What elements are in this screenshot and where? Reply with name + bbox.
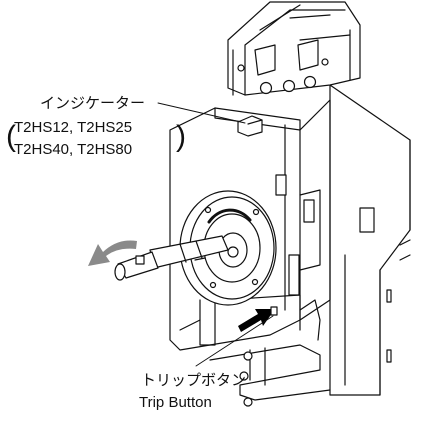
indicator-models-line-1: T2HS12, T2HS25 bbox=[14, 119, 133, 136]
rotation-arrow bbox=[88, 240, 137, 266]
indicator-models: T2HS12, T2HS25 T2HS40, T2HS80 bbox=[14, 118, 132, 159]
indicator-window bbox=[237, 115, 263, 137]
indicator-label: インジケーター bbox=[40, 95, 146, 112]
trip-button bbox=[270, 306, 278, 316]
indicator-leader-line bbox=[157, 102, 246, 124]
indicator-models-line-2: T2HS40, T2HS80 bbox=[14, 141, 133, 158]
rotary-dial bbox=[179, 190, 277, 306]
trip-button-label-english: Trip Button bbox=[139, 394, 212, 411]
terminal-block bbox=[227, 1, 361, 96]
open-bracket: ( bbox=[6, 120, 16, 153]
breaker-side-body bbox=[329, 84, 411, 396]
trip-push-arrow bbox=[238, 309, 275, 332]
trip-button-leader-line bbox=[195, 315, 274, 367]
close-bracket: ) bbox=[176, 120, 186, 153]
handle-shaft bbox=[114, 235, 229, 281]
trip-button-label-japanese: トリップボタン bbox=[141, 372, 247, 389]
